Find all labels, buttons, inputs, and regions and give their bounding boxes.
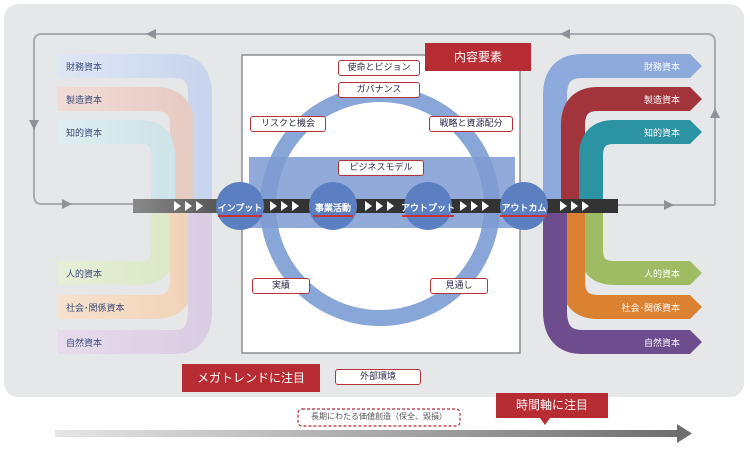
input-label: インプット <box>217 204 263 214</box>
feedback-loop <box>33 33 716 206</box>
business-activities-underline <box>313 215 353 217</box>
left-manufactured-capital-label: 製造資本 <box>66 96 103 106</box>
right-capital-bands <box>543 54 690 354</box>
loop-arrowheads <box>29 29 720 210</box>
left-capital-bands <box>58 54 212 354</box>
outcome-underline <box>500 215 548 217</box>
left-intellectual-capital-label: 知的資本 <box>66 129 103 139</box>
external-environment-box: 外部環境 <box>335 369 421 385</box>
outlook-box: 見通し <box>430 278 488 294</box>
performance-box: 実績 <box>252 278 310 294</box>
output-underline <box>402 215 454 217</box>
right-intellectual-capital-label: 知的資本 <box>643 129 680 139</box>
mission-vision-box: 使命とビジョン <box>338 60 420 76</box>
flow-chevrons <box>174 201 589 211</box>
time-tag-pointer <box>540 418 550 425</box>
business-activities-circle <box>309 182 357 230</box>
strategy-allocation-box: 戦略と資源配分 <box>429 116 513 132</box>
right-social-capital-label: 社会･関係資本 <box>621 304 680 314</box>
output-label: アウトプット <box>400 204 455 214</box>
outcome-circle <box>500 182 548 230</box>
long-term-value-text: 長期にわたる価値創造（保全、毀損） <box>311 412 447 421</box>
risk-opportunity-box: リスクと機会 <box>250 116 326 132</box>
business-model-box: ビジネスモデル <box>338 160 424 176</box>
time-axis-tag: 時間軸に注目 <box>496 393 608 418</box>
content-elements-tag: 内容要素 <box>425 43 531 71</box>
input-circle <box>216 182 264 230</box>
long-term-value-box <box>297 408 461 427</box>
input-underline <box>218 215 262 217</box>
right-natural-capital-label: 自然資本 <box>643 339 680 349</box>
left-human-capital-label: 人的資本 <box>66 270 103 280</box>
business-activities-label: 事業活動 <box>314 204 351 214</box>
right-manufactured-capital-label: 製造資本 <box>643 96 680 106</box>
output-circle <box>404 182 452 230</box>
governance-box: ガバナンス <box>338 82 420 98</box>
left-natural-capital-label: 自然資本 <box>66 339 103 349</box>
left-social-capital-label: 社会･関係資本 <box>66 304 125 314</box>
time-axis-arrowhead <box>677 424 692 443</box>
right-band-arrowtips <box>690 54 702 354</box>
megatrend-tag: メガトレンドに注目 <box>182 364 320 392</box>
right-human-capital-label: 人的資本 <box>643 270 680 280</box>
outcome-label: アウトカム <box>501 204 547 214</box>
time-axis-bar <box>55 430 677 437</box>
right-financial-capital-label: 財務資本 <box>643 63 680 73</box>
left-financial-capital-label: 財務資本 <box>66 63 103 73</box>
